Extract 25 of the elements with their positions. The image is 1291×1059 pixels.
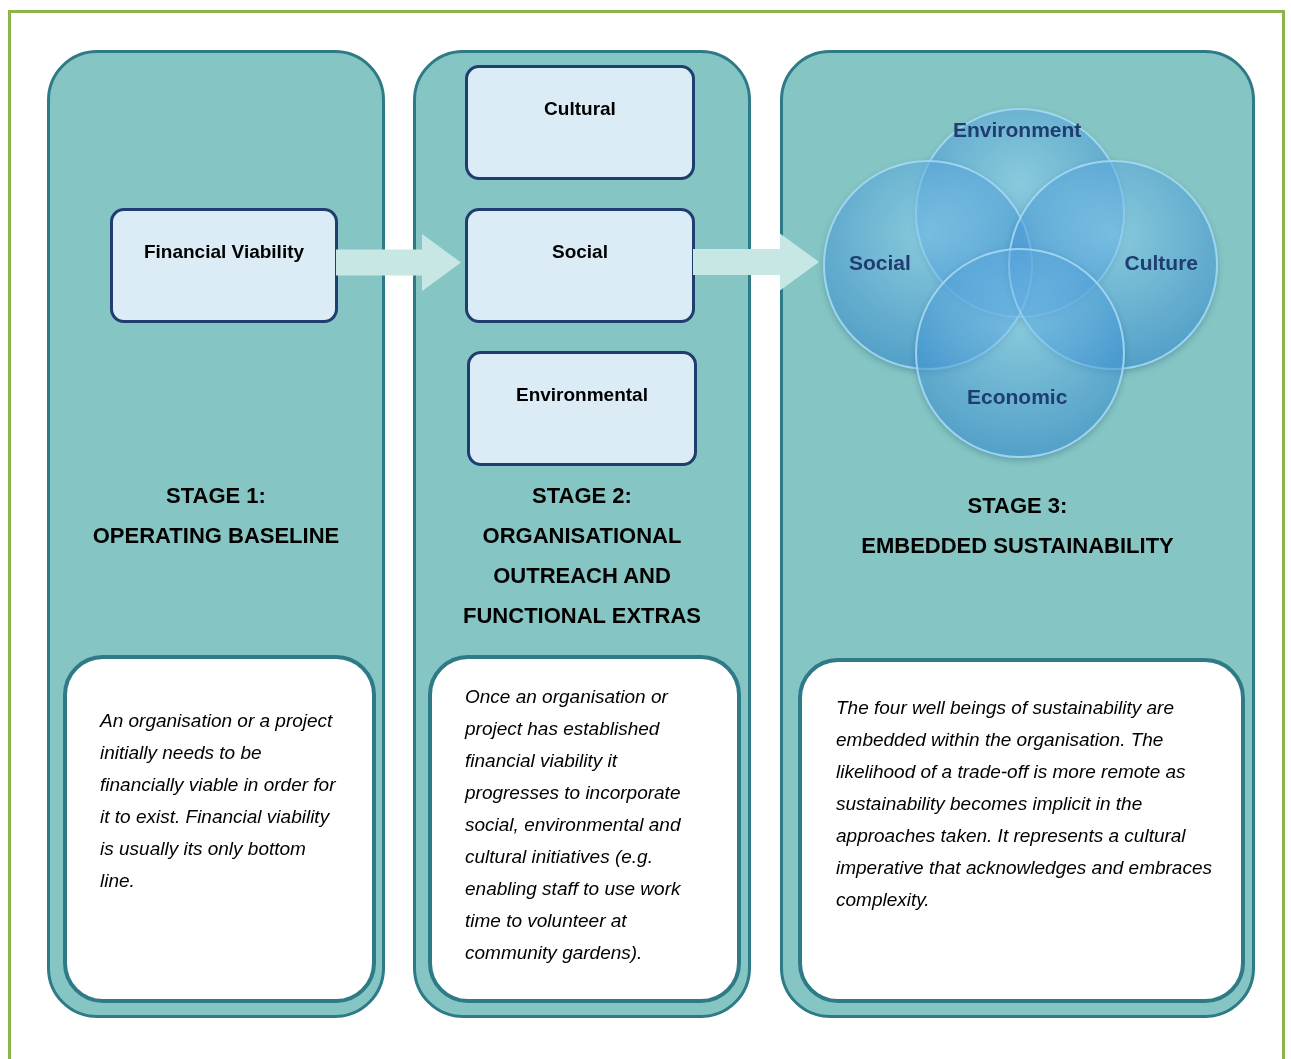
- circle-label: Social: [849, 251, 911, 275]
- description-text: Once an organisation or project has established financial viability it progresses to incorporate social, environmental and cultural initiatives (e.g. enabling staff to use work time to volunteer at community gardens).: [465, 685, 682, 965]
- category-box: Environmental: [467, 351, 697, 466]
- category-box: Cultural: [465, 65, 695, 180]
- stage-number: STAGE 2:: [531, 482, 633, 510]
- stage-title: EMBEDDED SUSTAINABILITY: [860, 532, 1175, 560]
- circle-label: Culture: [1124, 251, 1198, 275]
- category-box: Financial Viability: [110, 208, 338, 323]
- block-arrow: [693, 233, 819, 291]
- stage-number: STAGE 1:: [165, 482, 267, 510]
- description-text: An organisation or a project initially needs to be financially viable in order for it to exist. Financial viability is usually its only bottom line.: [100, 709, 337, 893]
- description-box: [428, 655, 741, 1003]
- stage-title: ORGANISATIONAL OUTREACH AND FUNCTIONAL EXTRAS: [462, 522, 702, 630]
- stage-panel: [47, 50, 385, 1018]
- description-box: [798, 658, 1245, 1003]
- description-text: The four well beings of sustainability are embedded within the organisation. The likelihood of a trade-off is more remote as sustainability becomes implicit in the approaches taken. It represents a cultural imperative that acknowledges and embraces complexity.: [836, 696, 1213, 912]
- circle-label: Environment: [953, 118, 1082, 142]
- description-box: [63, 655, 376, 1003]
- stage-panel: [413, 50, 751, 1018]
- block-arrow: [336, 233, 461, 292]
- circle-label: Economic: [967, 385, 1068, 409]
- stage-number: STAGE 3:: [966, 492, 1069, 520]
- stage-panel: [780, 50, 1255, 1018]
- category-box: Social: [465, 208, 695, 323]
- stage-title: OPERATING BASELINE: [91, 522, 341, 550]
